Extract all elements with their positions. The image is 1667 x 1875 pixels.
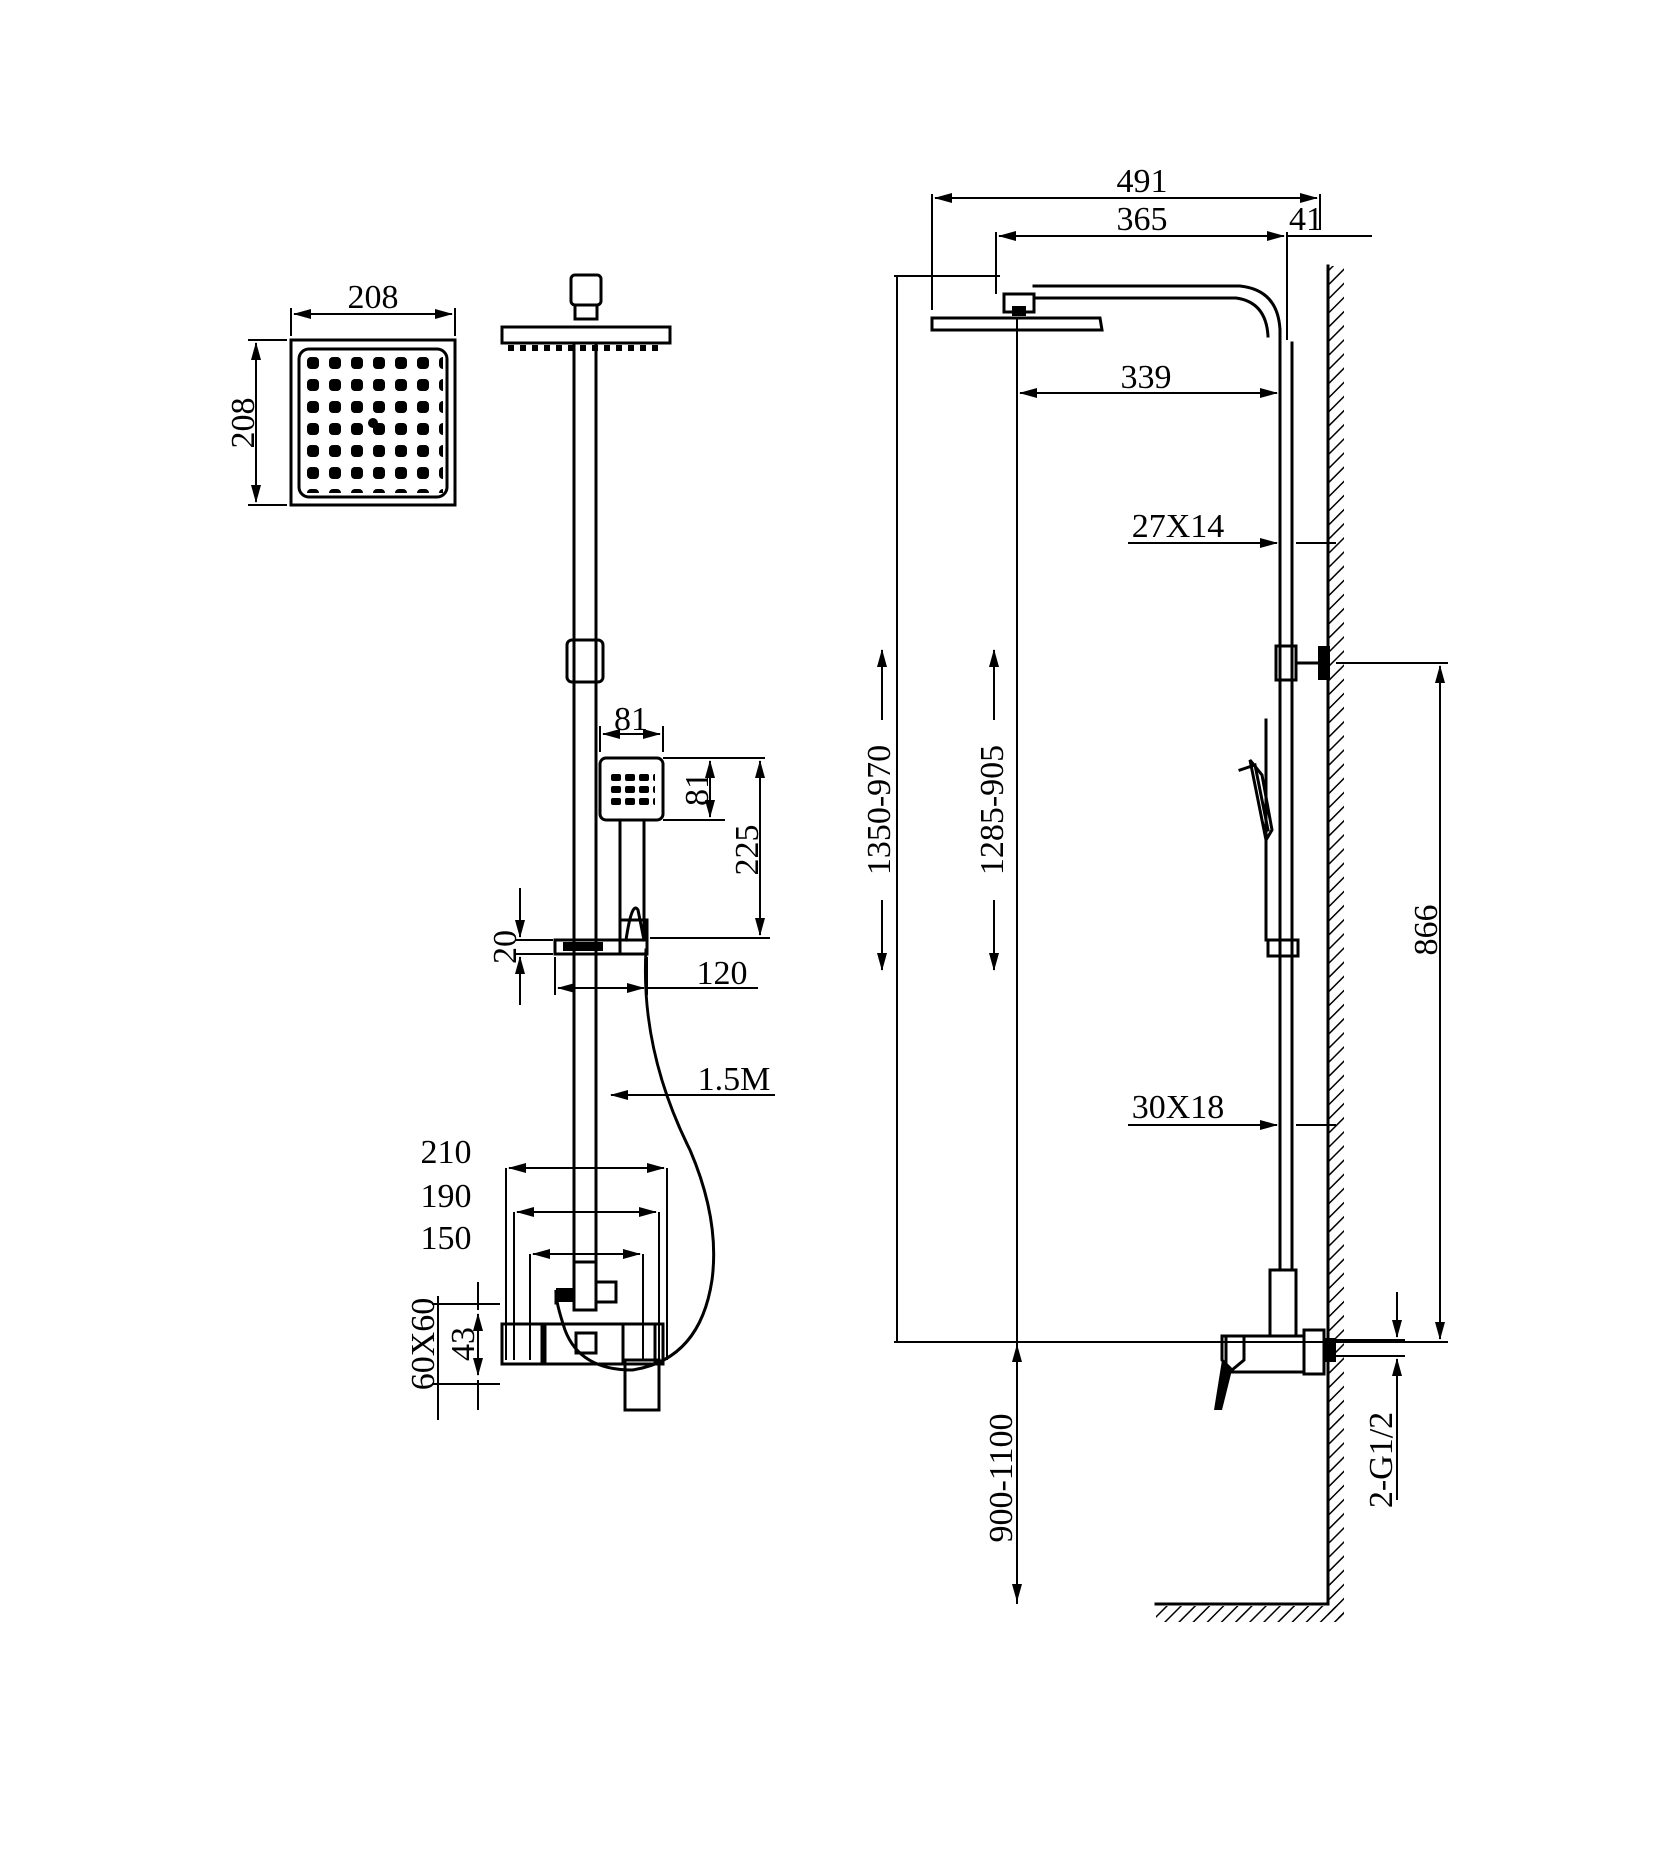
dim-head-height: 208 (225, 398, 262, 449)
dimension-shelf-height: 20 (487, 888, 553, 1005)
dimension-hand-225: 225 (650, 760, 770, 939)
dim-shelf-width: 120 (697, 955, 748, 992)
dimension-head-width: 208 (290, 279, 456, 336)
dimension-mixer-210: 210 (421, 1134, 668, 1360)
dim-hand-225: 225 (729, 825, 766, 876)
dim-arm-width: 365 (1117, 201, 1168, 238)
dim-hand-height: 81 (679, 772, 716, 806)
dimension-range-1350: 1350-970 (861, 275, 1328, 1343)
dim-mixer-210: 210 (421, 1134, 472, 1171)
dimension-mixer-150: 150 (421, 1220, 644, 1360)
dimension-bracket-27x14: 27X14 (1128, 508, 1336, 548)
dimension-mixer-190: 190 (421, 1178, 660, 1360)
dim-mixer-190: 190 (421, 1178, 472, 1215)
dim-range-1285: 1285-905 (974, 745, 1011, 875)
dim-inlet: 2-G1/2 (1363, 1412, 1400, 1508)
dim-wall-41: 41 (1289, 201, 1323, 238)
dimension-hand-height: 81 (663, 757, 765, 821)
rain-head-top-view (289, 338, 457, 507)
dimension-head-height: 208 (225, 339, 287, 506)
dimension-mixer-60x60: 60X60 (405, 1296, 500, 1420)
dim-mixer-60x60: 60X60 (405, 1298, 442, 1391)
dimension-inlet: 2-G1/2 (1363, 1292, 1402, 1508)
dimension-hand-width: 81 (599, 701, 664, 752)
side-view (930, 284, 1405, 1410)
dim-hose: 1.5M (698, 1061, 771, 1098)
dimension-range-1285: 1285-905 (974, 649, 1011, 971)
front-view (500, 273, 716, 1412)
dimension-shelf-width: 120 (554, 955, 758, 995)
dim-mixer-43: 43 (445, 1327, 482, 1361)
dim-hand-width: 81 (614, 701, 648, 738)
dimension-hose: 1.5M (610, 1061, 775, 1100)
dimension-mixer-43: 43 (445, 1282, 483, 1410)
dim-head-width: 208 (348, 279, 399, 316)
dim-bracket-27x14: 27X14 (1132, 508, 1225, 545)
dim-bracket-30x18: 30X18 (1132, 1089, 1225, 1126)
dimension-floor-height: 900-1100 (983, 1344, 1022, 1602)
dim-total-width: 491 (1117, 163, 1168, 200)
dim-range-1350: 1350-970 (861, 745, 898, 875)
dim-floor-height: 900-1100 (983, 1413, 1020, 1542)
dimension-center-866: 866 (1336, 662, 1448, 1343)
dim-mixer-150: 150 (421, 1220, 472, 1257)
dimension-total-width: 491 (931, 163, 1321, 310)
dimension-bracket-30x18: 30X18 (1128, 1089, 1336, 1130)
dimension-arm-width: 365 41 (995, 201, 1372, 340)
dim-center-866: 866 (1408, 905, 1445, 956)
wall (1154, 264, 1344, 1622)
dim-arm-339: 339 (1121, 359, 1172, 396)
dim-shelf-height: 20 (487, 930, 524, 964)
